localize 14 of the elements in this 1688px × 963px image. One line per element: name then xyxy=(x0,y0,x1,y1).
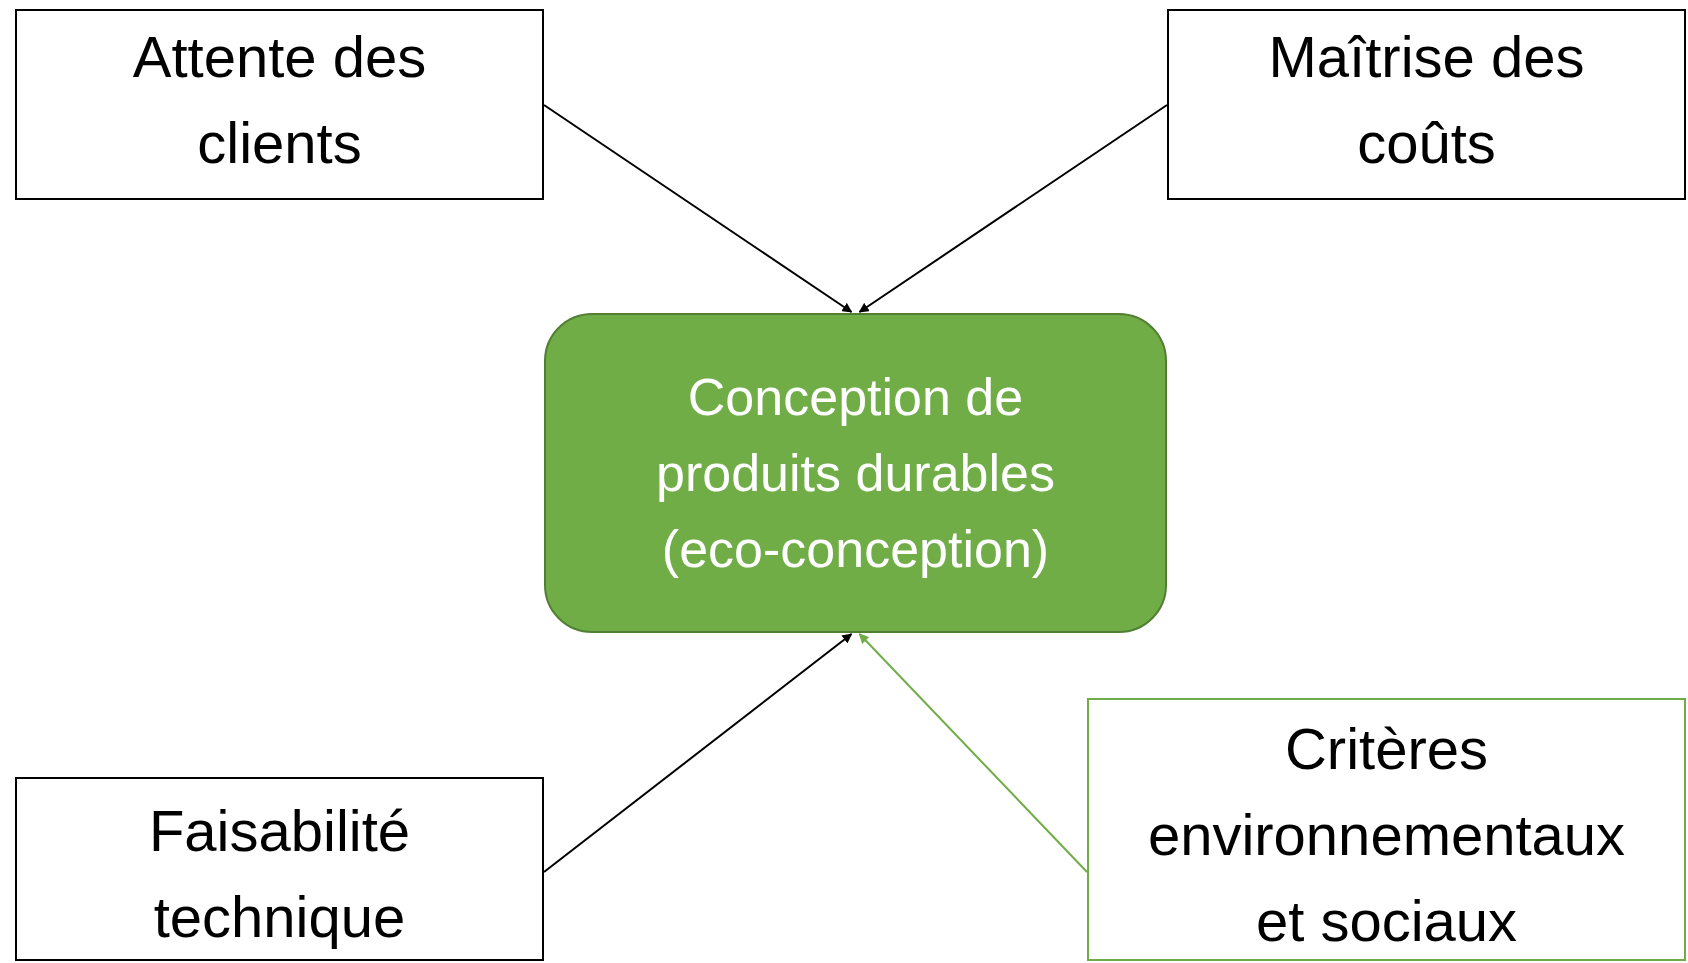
arrow xyxy=(543,633,853,873)
box-label: Conception de produits durables (eco-conception) xyxy=(655,367,1056,580)
box-label: Maîtrise des coûts xyxy=(1267,22,1586,177)
process-box xyxy=(544,313,1167,633)
factor-box xyxy=(1167,9,1686,200)
box-label: Critères environnementaux et sociaux xyxy=(1146,714,1627,955)
factor-box xyxy=(1087,698,1686,961)
arrow xyxy=(858,104,1168,313)
box-label: Faisabilité technique xyxy=(147,797,412,951)
factor-box xyxy=(15,9,544,200)
arrow xyxy=(858,633,1088,873)
factor-box xyxy=(15,777,544,961)
arrow xyxy=(543,104,853,313)
box-label: Attente des clients xyxy=(131,22,428,177)
